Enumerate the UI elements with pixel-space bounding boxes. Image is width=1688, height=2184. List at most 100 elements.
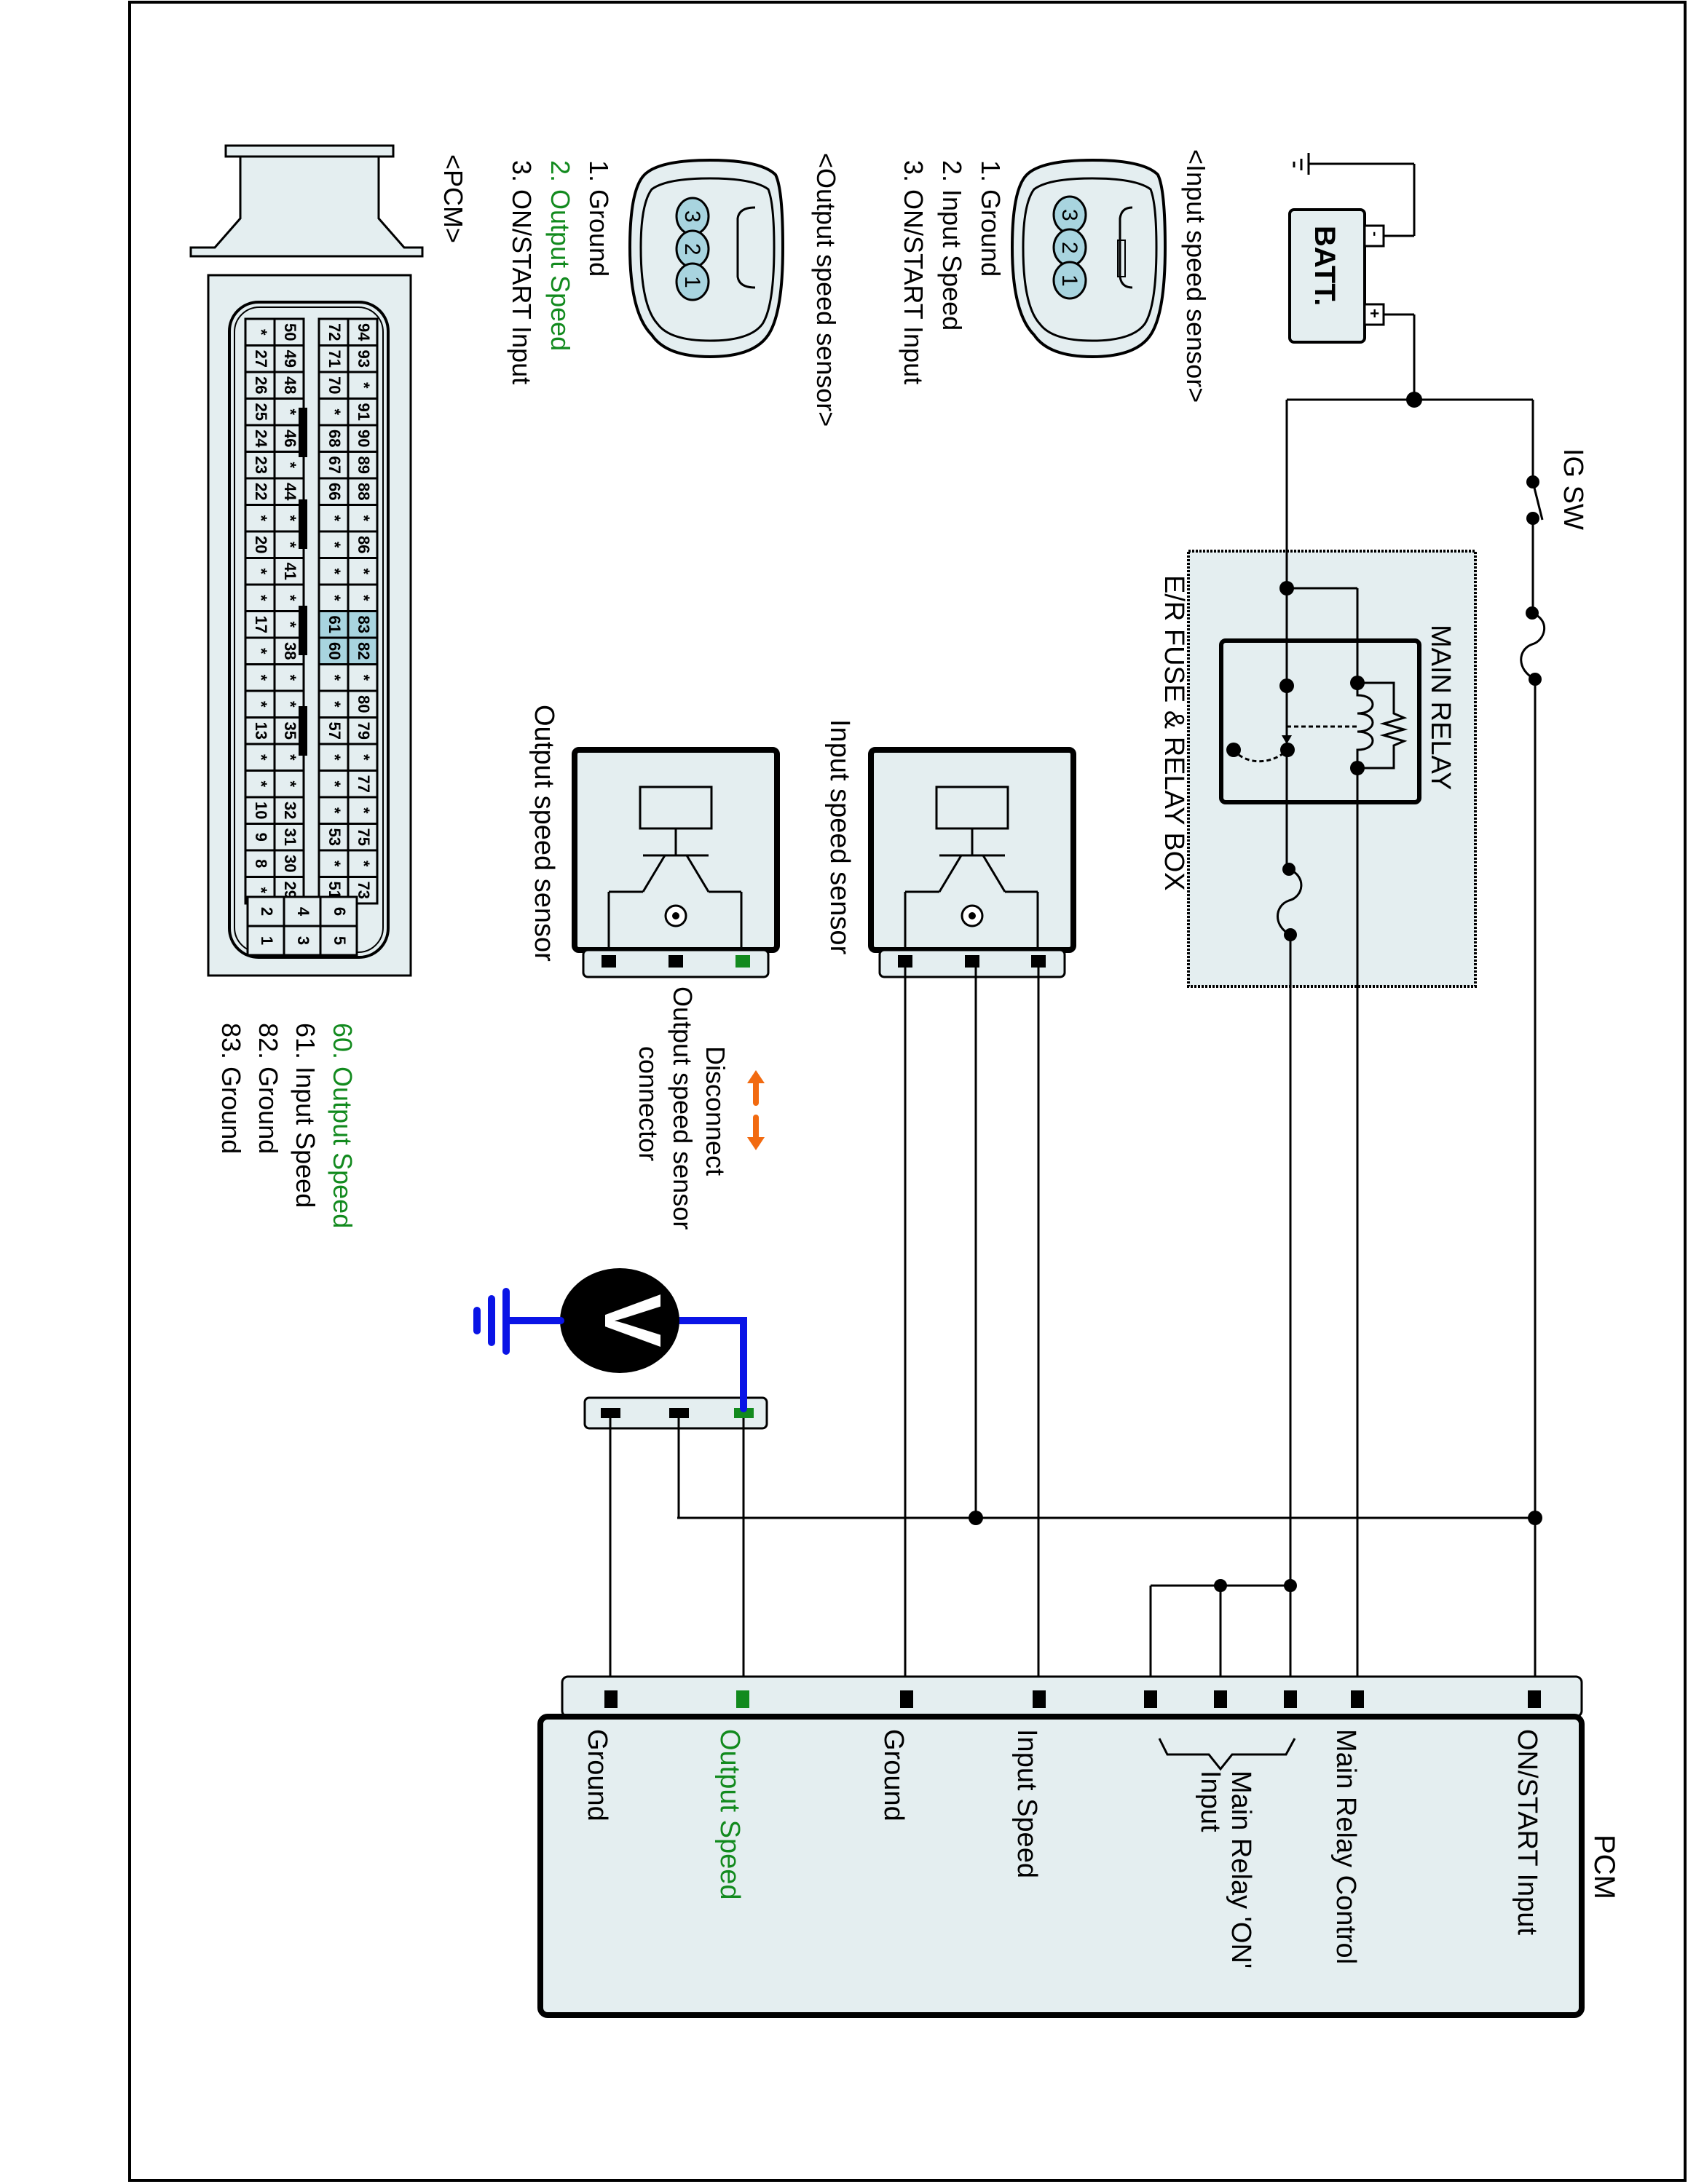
pcm-pin-cell	[244, 743, 276, 772]
pcm-power-pin-number: 4	[294, 907, 312, 917]
input-sensor-connector-view: <Input speed sensor> 3 2 1 1. Ground 2. …	[899, 149, 1211, 403]
pcm-pin-number: *	[355, 860, 373, 867]
pcm-pin-number: 66	[326, 483, 344, 500]
pcm-pin-number: *	[252, 780, 270, 787]
pcm-pin-cell	[244, 504, 276, 533]
input-legend-3: 3. ON/START Input	[899, 160, 928, 384]
pcm-legend-82: 82. Ground	[253, 1023, 283, 1154]
pcm-pin-number: *	[252, 754, 270, 761]
pcm-pin-cell	[244, 849, 276, 878]
pcm-pin-number: 48	[281, 376, 299, 394]
pcm-power-pin-cell	[246, 895, 285, 927]
pcm-pin-cell	[318, 504, 350, 533]
pcm-pin-number: *	[281, 542, 299, 548]
relay-box-title: E/R FUSE & RELAY BOX	[1159, 575, 1189, 891]
battery-body	[1288, 208, 1366, 344]
input-pin-2: 2	[1057, 242, 1081, 254]
pcm-pin-number: 35	[281, 722, 299, 740]
ig-switch: IG SW	[1520, 400, 1588, 1696]
relay-resistor-icon	[1357, 681, 1408, 769]
output-speed-sensor: Output speed sensor	[529, 705, 780, 978]
pcm-pin-number: 22	[252, 483, 270, 500]
pcm-connector-title: <PCM>	[438, 154, 468, 243]
disconnect-line1: Disconnect	[701, 1046, 730, 1176]
pcm-pin-number: *	[281, 754, 299, 761]
disconnect-arrow-icon	[747, 1070, 765, 1150]
voltmeter-ground-icon	[473, 1288, 510, 1355]
pcm-pin-number: 30	[281, 855, 299, 872]
pcm-pin-number: 44	[281, 483, 299, 501]
pcm-pin-cell	[273, 769, 305, 799]
pcm-pin-cell	[244, 397, 276, 427]
pcm-pin-number: 24	[252, 430, 270, 448]
pcm-power-pin-cell	[246, 925, 285, 957]
pcm-pin-number: *	[326, 408, 344, 415]
output-pin-2: 2	[680, 243, 704, 256]
input-sensor-label: Input speed sensor	[824, 719, 855, 955]
pcm-pin-number: *	[355, 807, 373, 814]
battery-group: BATT. - +	[1288, 153, 1416, 400]
pcm-pin-number: 10	[252, 802, 270, 819]
pcm-pin-number: *	[355, 674, 373, 681]
pcm-terminal-main-relay-on: Main Relay 'ON'	[1226, 1770, 1256, 1969]
pcm-pin-cell	[318, 530, 350, 559]
pcm-pin-cell	[244, 530, 276, 559]
pcm-pin-number: 70	[326, 376, 344, 394]
pcm-pin-number: *	[326, 701, 344, 708]
pcm-pin-number: *	[326, 515, 344, 521]
main-relay-label: MAIN RELAY	[1425, 625, 1456, 790]
pcm-pin-cell	[244, 317, 276, 347]
pcm-pin-number: 68	[326, 430, 344, 447]
pcm-pin-number: 25	[252, 403, 270, 421]
pcm-pin-number: *	[281, 780, 299, 787]
pcm-pin-number: *	[252, 648, 270, 654]
pcm-pin-number: 94	[355, 323, 373, 341]
pcm-pin-number: *	[281, 595, 299, 601]
pcm-pin-number: *	[355, 595, 373, 601]
pcm-pin-cell	[318, 636, 350, 665]
pcm-pin-number: 53	[326, 828, 344, 846]
pcm-pin-number: 9	[252, 833, 270, 842]
pcm-terminal-ground-2: Ground	[582, 1729, 612, 1821]
input-speed-sensor: Input speed sensor	[824, 719, 1076, 978]
pcm-pin-number: *	[326, 860, 344, 867]
output-sensor-label: Output speed sensor	[529, 705, 559, 962]
pcm-pin-number: *	[281, 701, 299, 708]
battery-neg-label: -	[1367, 232, 1383, 237]
pcm-pin-number: 31	[281, 828, 299, 846]
pcm-terminal-ground-1: Ground	[878, 1729, 909, 1821]
pcm-pin-number: *	[355, 382, 373, 389]
pcm-pin-cell	[273, 317, 305, 347]
pcm-pin-number: 46	[281, 430, 299, 447]
pcm-pin-number: 38	[281, 642, 299, 660]
page-frame	[128, 1, 1687, 2182]
pcm-power-pin-number: 6	[331, 907, 349, 916]
ig-switch-label: IG SW	[1558, 448, 1588, 530]
pcm-legend-61: 61. Input Speed	[291, 1023, 320, 1208]
input-pin-1: 1	[1057, 274, 1081, 287]
pcm-pin-cell	[244, 610, 276, 639]
pcm-pin-cell	[244, 344, 276, 373]
pcm-pin-number: 61	[326, 616, 344, 633]
pcm-pin-number: 86	[355, 536, 373, 553]
pcm-pin-number: 67	[326, 456, 344, 474]
pcm-pin-number: *	[252, 887, 270, 893]
pcm-terminal-output-speed: Output Speed	[714, 1729, 745, 1900]
pcm-pin-cell	[244, 583, 276, 612]
pcm-terminal-input-speed: Input Speed	[1011, 1729, 1042, 1878]
pcm-pin-number: 79	[355, 722, 373, 740]
pcm-pin-number: 89	[355, 456, 373, 474]
pcm-pin-number: 23	[252, 456, 270, 474]
relay-box: E/R FUSE & RELAY BOX MAIN RELAY	[1159, 400, 1477, 1696]
output-legend-1: 1. Ground	[584, 160, 614, 277]
pcm-pin-cell	[347, 344, 379, 373]
input-legend-2: 2. Input Speed	[937, 160, 967, 331]
pcm-pin-number: 93	[355, 350, 373, 368]
pcm-pin-number: 72	[326, 323, 344, 341]
pcm-pin-number: *	[326, 754, 344, 761]
pcm-pin-cell	[347, 636, 379, 665]
output-legend-3: 3. ON/START Input	[507, 160, 537, 384]
pcm-pin-cell	[318, 610, 350, 639]
pcm-power-pin-number: 1	[258, 936, 276, 945]
